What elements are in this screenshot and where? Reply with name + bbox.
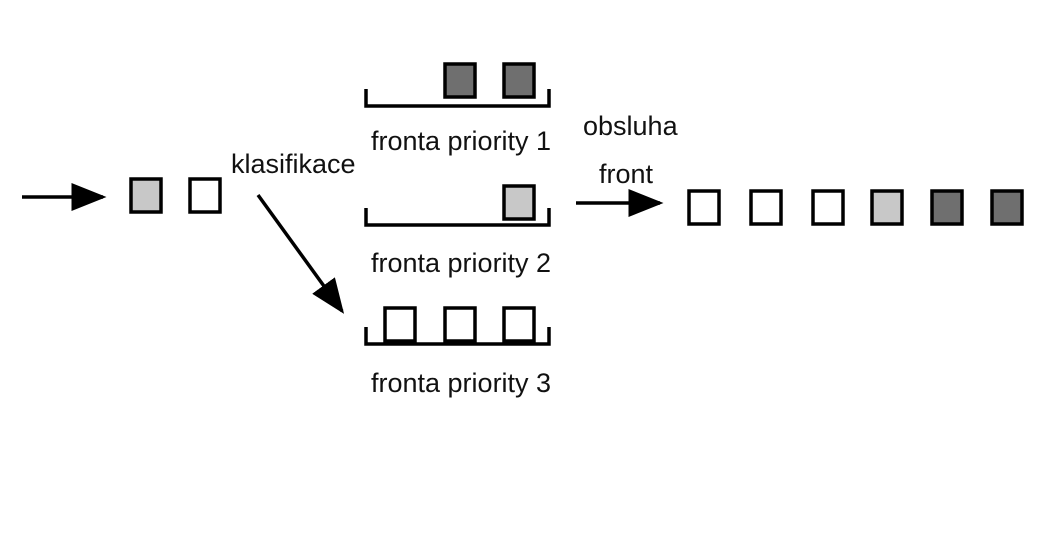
queue-packet bbox=[443, 306, 477, 343]
queue-priority-3: fronta priority 3 bbox=[364, 306, 551, 398]
output-packet bbox=[687, 189, 721, 226]
service-label-line1: obsluha bbox=[583, 111, 679, 141]
queue-label: fronta priority 2 bbox=[371, 248, 551, 278]
incoming-packet bbox=[188, 177, 222, 214]
queue-bracket bbox=[364, 89, 551, 108]
queue-priority-1: fronta priority 1 bbox=[364, 62, 551, 156]
output-packets bbox=[687, 189, 1024, 226]
queue-packet bbox=[502, 306, 536, 343]
queue-packet bbox=[443, 62, 477, 99]
output-packet bbox=[811, 189, 845, 226]
output-packet bbox=[930, 189, 964, 226]
classification-arrow bbox=[256, 193, 345, 314]
incoming-packet bbox=[129, 177, 163, 214]
output-packet bbox=[870, 189, 904, 226]
queue-label: fronta priority 1 bbox=[371, 126, 551, 156]
classification-label: klasifikace bbox=[231, 149, 356, 179]
queue-bracket bbox=[364, 208, 551, 227]
output-packet bbox=[990, 189, 1024, 226]
incoming-packets bbox=[129, 177, 222, 214]
queue-label: fronta priority 3 bbox=[371, 368, 551, 398]
queue-priority-2: fronta priority 2 bbox=[364, 184, 551, 278]
service-label-line2: front bbox=[599, 159, 654, 189]
queue-packet bbox=[383, 306, 417, 343]
queue-bracket bbox=[364, 327, 551, 346]
queue-packet bbox=[502, 62, 536, 99]
queue-packet bbox=[502, 184, 536, 221]
output-packet bbox=[749, 189, 783, 226]
